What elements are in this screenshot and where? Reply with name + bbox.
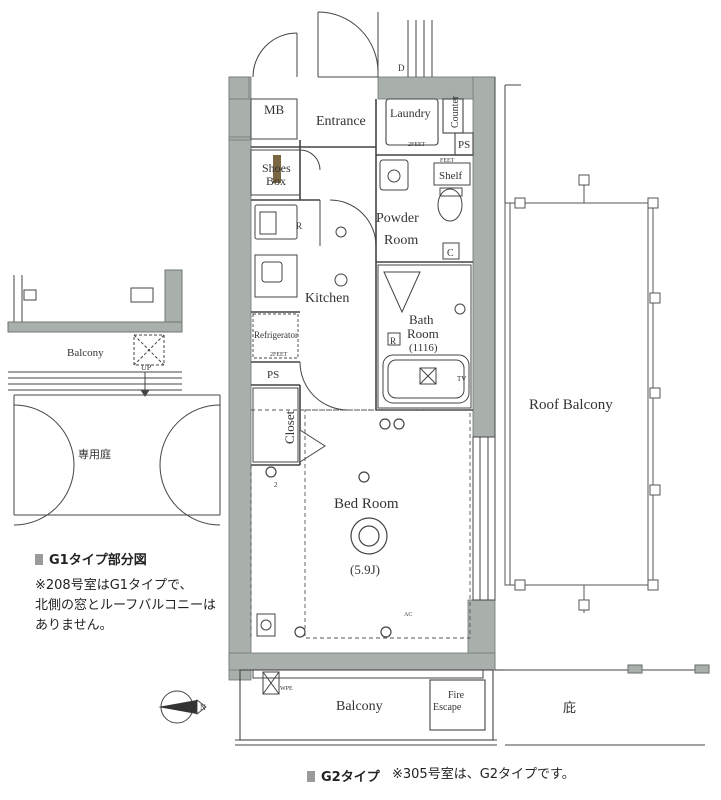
fixture-c1: C	[447, 248, 454, 259]
compass-icon	[158, 690, 207, 724]
room-label-bath-size: (1116)	[409, 342, 438, 354]
inset-balcony-label: Balcony	[67, 347, 104, 359]
g1-title-text: G1タイプ部分図	[49, 553, 147, 568]
bath-line-2: Room	[407, 326, 439, 341]
room-label-ps-top: PS	[458, 139, 470, 151]
room-label-kitchen: Kitchen	[305, 291, 349, 306]
fixture-feet-ref: 2FEET	[270, 352, 288, 358]
shoes-line-1: Shoes	[262, 161, 291, 175]
fire-line-1: Fire	[448, 690, 465, 701]
room-label-niwa: 庇	[563, 701, 576, 716]
g2-title-text: G2タイプ	[321, 770, 380, 785]
powder-room-fixtures	[319, 159, 471, 260]
fixture-tv: TV	[457, 375, 466, 383]
balcony-bottom	[235, 664, 710, 746]
kitchen-fixtures	[254, 204, 348, 298]
laundry-area	[385, 98, 474, 156]
g2-title: G2タイプ	[307, 766, 380, 785]
g1-note: ※208号室はG1タイプで、 北側の窓とルーフバルコニーは ありません。	[35, 578, 216, 633]
fixture-feet-shelf: FEET	[440, 158, 455, 164]
fixture-wpe: WPE	[280, 686, 293, 692]
bath-line-1: Bath	[409, 312, 434, 327]
g1-title: G1タイプ部分図	[35, 549, 147, 568]
bed-room-light	[265, 418, 405, 638]
interior-walls	[251, 99, 473, 466]
powder-line-2: Room	[384, 233, 418, 248]
roof-balcony-posts	[514, 174, 661, 611]
refrigerator-box	[252, 313, 299, 359]
bath-room-fixtures	[377, 264, 472, 409]
inset-plan	[7, 269, 221, 526]
bed-room-outline	[250, 409, 473, 639]
fixture-r2: R	[390, 336, 396, 346]
g2-title-marker	[307, 771, 315, 782]
room-label-laundry: Laundry	[390, 106, 431, 120]
room-label-shoes-box: Shoes Box	[262, 161, 294, 188]
shoes-line-2: Box	[266, 174, 286, 188]
shoes-box	[250, 149, 321, 196]
room-label-refrigerator: Refrigerator	[254, 330, 298, 340]
room-label-bed-size: (5.9J)	[350, 562, 380, 577]
room-label-bed-room: Bed Room	[334, 496, 399, 512]
room-label-shelf: Shelf	[439, 170, 463, 182]
fixture-d: D	[398, 63, 405, 73]
fire-line-2: Escape	[433, 702, 462, 713]
room-label-entrance: Entrance	[316, 114, 366, 129]
room-label-powder-room: Powder Room	[376, 211, 422, 248]
room-label-bath-room: Bath Room	[407, 312, 439, 341]
room-label-fire-escape: Fire Escape	[433, 690, 467, 713]
room-label-mb: MB	[264, 102, 285, 117]
entrance-doors	[250, 11, 379, 140]
fixture-feet-top: 2FEET	[408, 142, 426, 148]
room-label-ps-mid: PS	[267, 369, 279, 381]
inset-up: UP	[141, 363, 152, 372]
roof-balcony	[504, 175, 654, 613]
g2-note: ※305号室は、G2タイプです。	[392, 767, 575, 782]
fixture-num2: 2	[274, 481, 278, 489]
shoes-box-marker	[273, 155, 281, 183]
closet	[252, 361, 349, 463]
room-label-balcony: Balcony	[336, 699, 383, 714]
room-label-closet: Closet	[282, 410, 297, 444]
powder-line-1: Powder	[376, 211, 419, 226]
room-label-roof-balcony: Roof Balcony	[529, 397, 613, 413]
inset-private-garden-label: 専用庭	[78, 447, 111, 461]
fixture-ac: AC	[404, 612, 412, 618]
g1-title-marker	[35, 554, 43, 565]
bedroom-window	[472, 436, 496, 601]
room-label-counter: Counter	[450, 95, 461, 128]
compass-north-label: N	[200, 703, 206, 712]
fixture-r1: R	[296, 221, 302, 231]
